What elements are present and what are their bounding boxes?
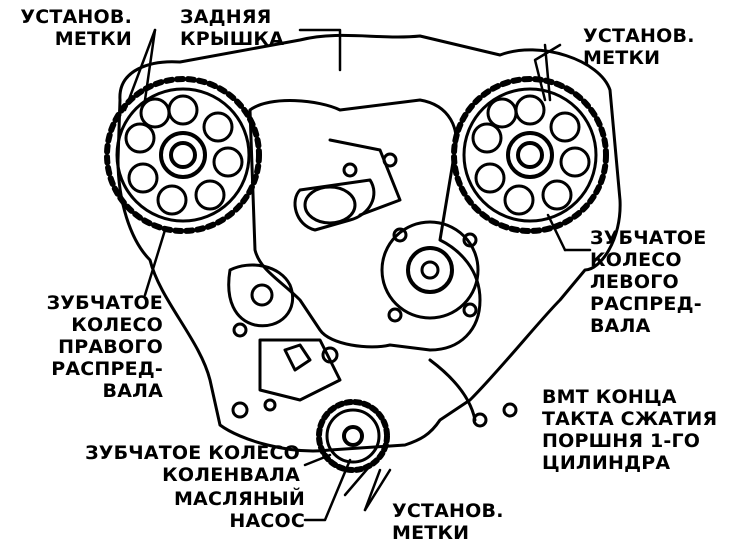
label-tdc-note: ВМТ КОНЦА ТАКТА СЖАТИЯ ПОРШНЯ 1-ГО ЦИЛИН… bbox=[542, 386, 718, 474]
water-pump bbox=[380, 220, 480, 323]
label-left-camshaft-sprocket: ЗУБЧАТОЕ КОЛЕСО ЛЕВОГО РАСПРЕД- ВАЛА bbox=[590, 227, 707, 337]
label-crankshaft-sprocket: ЗУБЧАТОЕ КОЛЕСО КОЛЕНВАЛА bbox=[85, 442, 300, 486]
label-oil-pump: МАСЛЯНЫЙ НАСОС bbox=[173, 488, 305, 532]
engine-front-housing bbox=[248, 98, 482, 352]
right-camshaft-sprocket bbox=[104, 76, 262, 234]
lower-block bbox=[227, 263, 518, 428]
label-right-camshaft-sprocket: ЗУБЧАТОЕ КОЛЕСО ПРАВОГО РАСПРЕД- ВАЛА bbox=[46, 292, 163, 402]
rear-cover-outline bbox=[116, 33, 622, 453]
label-timing-marks-top-right: УСТАНОВ. МЕТКИ bbox=[583, 25, 695, 69]
label-timing-marks-bottom: УСТАНОВ. МЕТКИ bbox=[392, 500, 504, 544]
timing-mark-lines bbox=[123, 28, 592, 522]
label-rear-cover: ЗАДНЯЯ КРЫШКА bbox=[180, 6, 285, 50]
left-camshaft-sprocket bbox=[451, 76, 609, 234]
label-timing-marks-top-left: УСТАНОВ. МЕТКИ bbox=[20, 6, 132, 50]
crankshaft-sprocket bbox=[316, 399, 390, 473]
